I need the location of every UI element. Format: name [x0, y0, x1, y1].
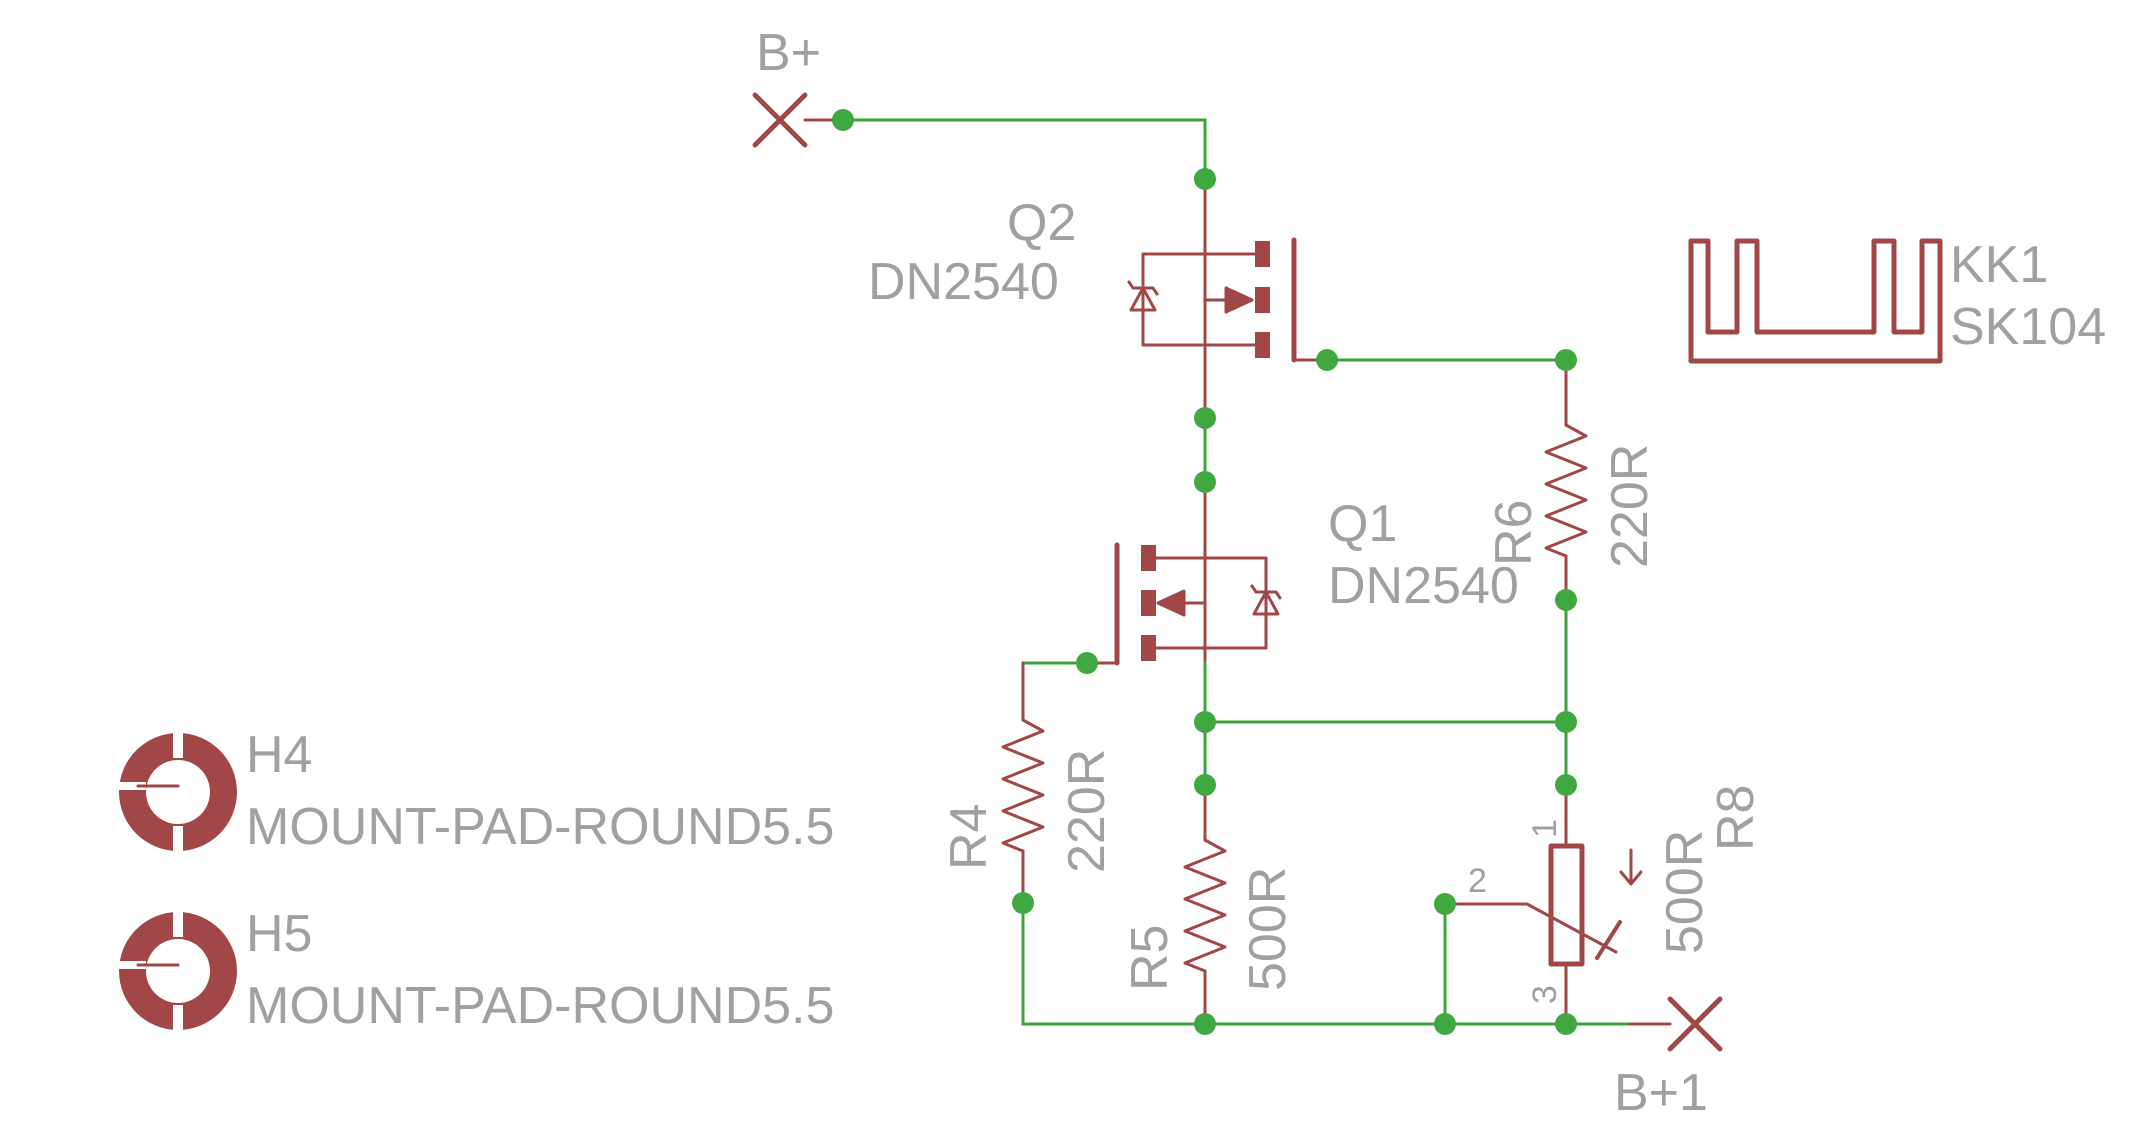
- kk1-name-label: KK1: [1950, 236, 2048, 294]
- q2-value-label: DN2540: [868, 253, 1059, 311]
- h4-value-label: MOUNT-PAD-ROUND5.5: [246, 798, 834, 856]
- junction-dot: [1194, 407, 1216, 429]
- h4-name-label: H4: [246, 726, 312, 784]
- bplus-label: B+: [756, 24, 821, 82]
- r8-pin3-label: 3: [1526, 985, 1564, 1004]
- h5-mount-pad-symbol: [119, 912, 237, 1030]
- r8-pin1-label: 1: [1526, 819, 1564, 838]
- r5-value-label: 500R: [1239, 867, 1297, 991]
- r4-resistor-symbol: [1001, 661, 1045, 905]
- wire-q1-gate-to-r4: [1021, 661, 1089, 722]
- kk1-heatsink-symbol: [1688, 238, 1943, 364]
- q2-name-label: Q2: [1007, 194, 1076, 252]
- junction-dot: [1434, 893, 1456, 915]
- labels: B+ B+1 Q2 DN2540 Q1 DN2540 KK1 SK104 R6 …: [246, 24, 2106, 1122]
- r8-value-label: 500R: [1656, 830, 1714, 954]
- r4-value-label: 220R: [1058, 749, 1116, 873]
- junction-dot: [1555, 711, 1577, 733]
- wire-r4-to-bottom-rail: [1021, 901, 1568, 1026]
- kk1-value-label: SK104: [1950, 298, 2106, 356]
- junction-dot: [1316, 349, 1338, 371]
- junction-dot: [1194, 168, 1216, 190]
- q1-name-label: Q1: [1328, 495, 1397, 553]
- supply-bplus1-symbol: [1628, 996, 1723, 1052]
- junction-dot: [1194, 711, 1216, 733]
- r8-name-label: R8: [1707, 785, 1765, 851]
- junction-dot: [1194, 774, 1216, 796]
- r6-name-label: R6: [1485, 500, 1543, 566]
- junction-dots: [832, 109, 1577, 1035]
- wire-bplus-to-q2-drain: [841, 118, 1207, 181]
- r6-value-label: 220R: [1601, 444, 1659, 568]
- wire-q2-gate-to-r6: [1325, 358, 1568, 427]
- r6-resistor-symbol: [1544, 358, 1588, 602]
- junction-dot: [1012, 892, 1034, 914]
- junction-dot: [1194, 471, 1216, 493]
- junction-dot: [832, 109, 854, 131]
- junction-dot: [1076, 652, 1098, 674]
- junction-dot: [1194, 1013, 1216, 1035]
- wires: [841, 118, 1662, 1026]
- junction-dot: [1555, 1013, 1577, 1035]
- r5-name-label: R5: [1121, 925, 1179, 991]
- r5-resistor-symbol: [1183, 783, 1227, 1026]
- junction-dot: [1555, 349, 1577, 371]
- q1-value-label: DN2540: [1328, 557, 1519, 615]
- bplus1-label: B+1: [1614, 1064, 1708, 1122]
- q2-mosfet-symbol: [1127, 177, 1329, 420]
- r4-name-label: R4: [940, 804, 998, 870]
- r8-pin2-label: 2: [1468, 862, 1487, 900]
- junction-dot: [1434, 1013, 1456, 1035]
- supply-bplus-symbol: [752, 92, 845, 148]
- h4-mount-pad-symbol: [119, 733, 237, 851]
- h5-name-label: H5: [246, 905, 312, 963]
- junction-dot: [1555, 774, 1577, 796]
- q1-mosfet-symbol: [1085, 480, 1282, 666]
- junction-dot: [1555, 589, 1577, 611]
- h5-value-label: MOUNT-PAD-ROUND5.5: [246, 977, 834, 1035]
